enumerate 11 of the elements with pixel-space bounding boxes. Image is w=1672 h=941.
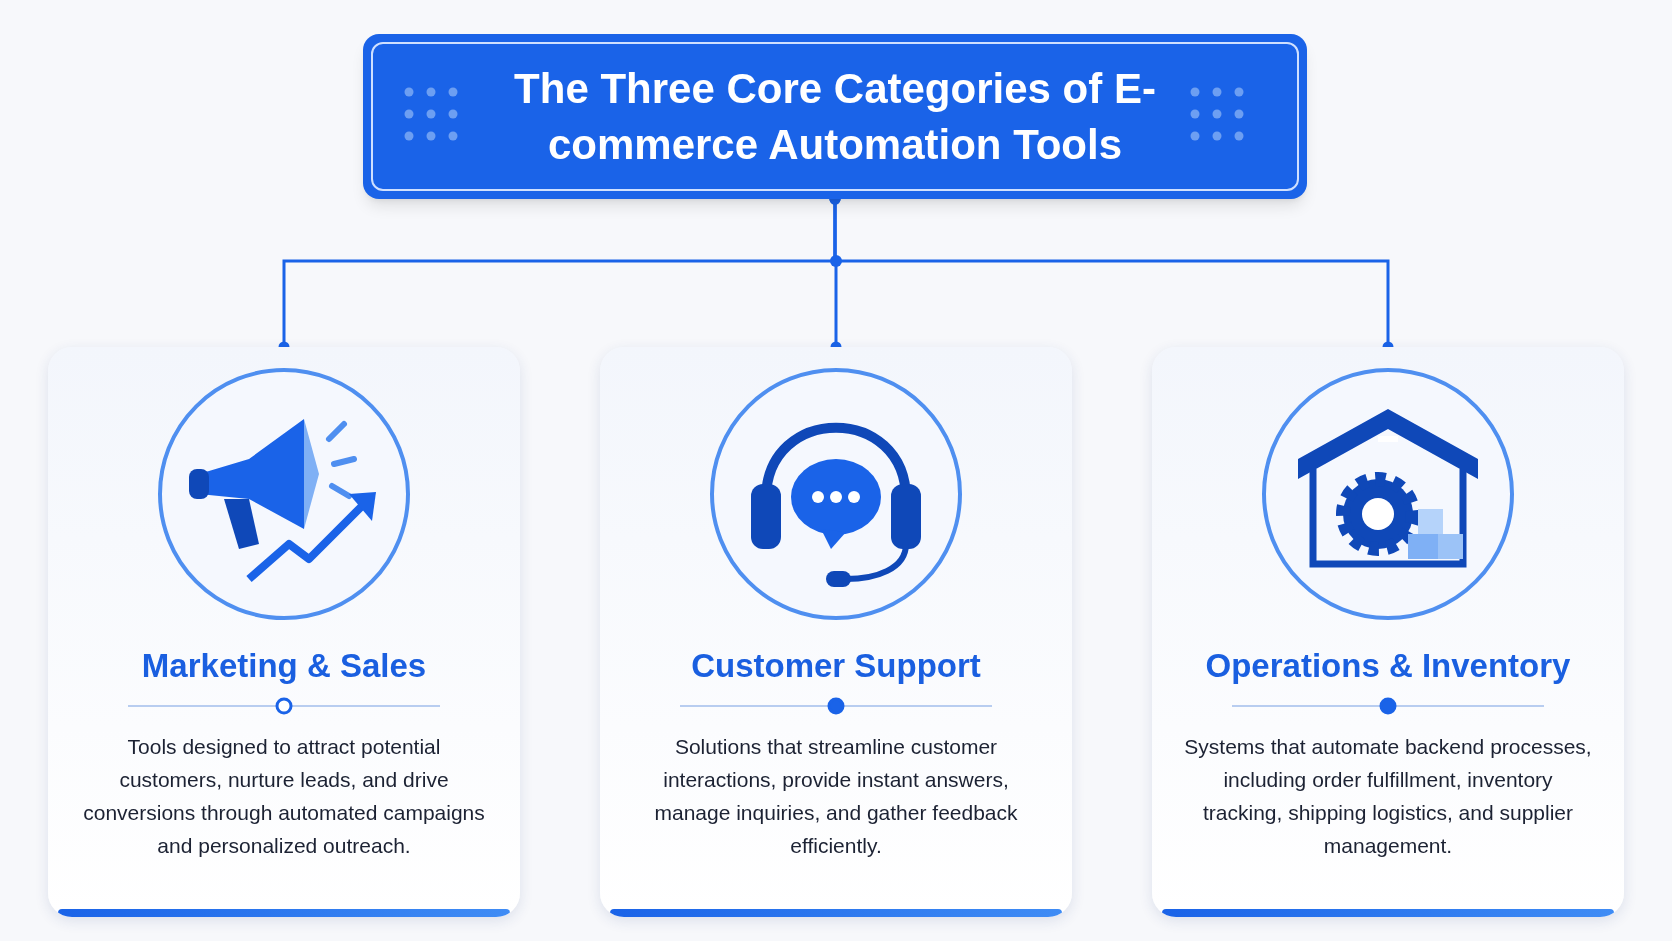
category-heading: Marketing & Sales: [141, 646, 427, 686]
category-description: Solutions that streamline customer interactions, provide instant answers, manage inquiries, and gather feedback efficiently.: [653, 734, 1019, 859]
category-description: Systems that automate backend processes, including order fulfillment, inventory tracking, shipping logistics, and supplier management.: [1183, 734, 1593, 859]
category-card: [1152, 347, 1624, 917]
category-card: [48, 347, 520, 917]
category-card: [600, 347, 1072, 917]
title-text: The Three Core Categories of E-commerce Automation Tools: [513, 63, 1157, 170]
category-description: Tools designed to attract potential customers, nurture leads, and drive conversions through automated campaigns and personalized outreach.: [82, 734, 486, 859]
title-banner: [363, 34, 1307, 199]
category-heading: Customer Support: [691, 646, 981, 686]
category-heading: Operations & Inventory: [1205, 646, 1571, 686]
